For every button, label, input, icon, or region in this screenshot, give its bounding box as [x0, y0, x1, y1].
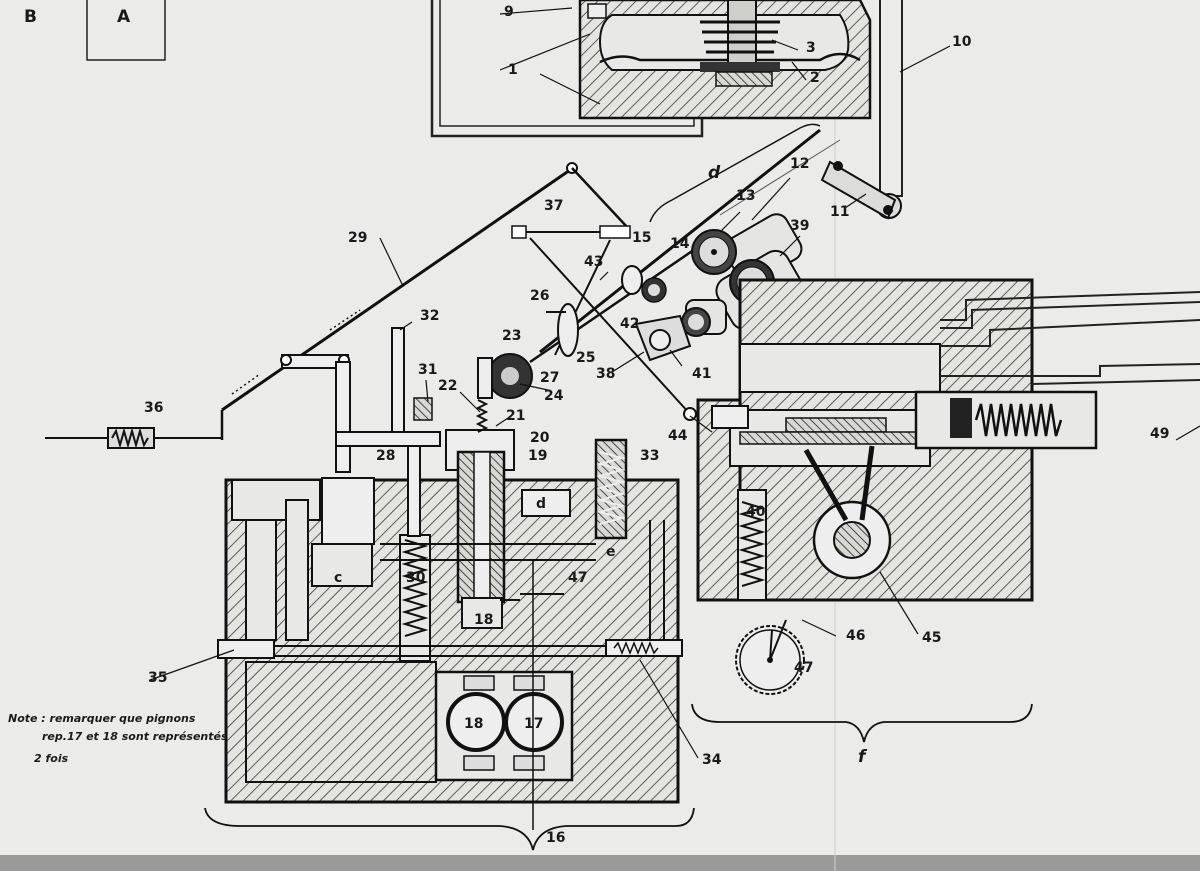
ref-41: 41	[692, 366, 711, 382]
ref-21: 21	[506, 408, 525, 424]
ref-38: 38	[596, 366, 615, 382]
ref-47: 47	[568, 570, 587, 586]
section-letters: c d e f d	[334, 163, 868, 767]
ref-15: 15	[632, 230, 651, 246]
leader-lines	[149, 7, 1200, 759]
ref-2: 2	[810, 70, 820, 86]
ref-20: 20	[530, 430, 550, 446]
ref-27: 27	[540, 370, 559, 386]
ref-18: 18	[474, 612, 493, 628]
ref-36: 36	[144, 400, 163, 416]
ref-45: 45	[922, 630, 941, 646]
letter-f: f	[858, 747, 868, 767]
ref-43: 43	[584, 254, 603, 270]
ref-11: 11	[830, 204, 849, 220]
ref-18-pump: 18	[464, 716, 483, 732]
ref-1: 1	[508, 62, 518, 78]
left-valve-block	[217, 327, 683, 830]
ref-10: 10	[952, 34, 972, 50]
ref-44: 44	[668, 428, 688, 444]
ref-17-pump: 17	[524, 716, 543, 732]
ref-24: 24	[544, 388, 564, 404]
corner-box-a: A	[86, 0, 166, 61]
ref-35: 35	[148, 670, 167, 686]
ref-22: 22	[438, 378, 457, 394]
ref-26: 26	[530, 288, 549, 304]
ref-30: 30	[406, 570, 426, 586]
svg-text:B: B	[24, 7, 37, 27]
ref-39: 39	[790, 218, 809, 234]
ref-16: 16	[546, 830, 565, 846]
brace-f	[691, 703, 1033, 743]
ratchet-wheel	[735, 619, 805, 695]
lever-11	[820, 160, 897, 220]
ref-14: 14	[670, 236, 690, 252]
ref-29: 29	[348, 230, 367, 246]
note-line-1: Note : remarquer que pignons	[8, 712, 196, 725]
note-line-2: rep.17 et 18 sont représentés	[42, 730, 228, 743]
ref-47-wheel: 47	[794, 660, 813, 676]
note: Note : remarquer que pignons rep.17 et 1…	[8, 712, 228, 765]
ref-23: 23	[502, 328, 521, 344]
ref-42: 42	[620, 316, 639, 332]
note-line-3: 2 fois	[34, 752, 69, 765]
letter-c: c	[334, 570, 342, 586]
svg-text:A: A	[117, 7, 131, 27]
ref-33: 33	[640, 448, 659, 464]
corner-box-b: B	[24, 7, 37, 27]
right-valve-block	[696, 278, 1200, 602]
ref-25: 25	[576, 350, 595, 366]
ref-12: 12	[790, 156, 809, 172]
ref-28: 28	[376, 448, 395, 464]
ref-40: 40	[746, 504, 766, 520]
ref-32: 32	[420, 308, 439, 324]
ref-37: 37	[544, 198, 563, 214]
ref-9: 9	[504, 4, 514, 20]
ref-13: 13	[736, 188, 755, 204]
reference-labels: 9 1 3 2 10 11 12 13 14 15 39 43 26 37 29…	[144, 4, 1169, 846]
ref-3: 3	[806, 40, 816, 56]
letter-e: e	[606, 544, 616, 560]
ref-49: 49	[1150, 426, 1169, 442]
brace-d	[649, 123, 821, 223]
diaphragm-unit	[430, 0, 903, 219]
letter-d-brace: d	[708, 163, 721, 183]
ref-19: 19	[528, 448, 547, 464]
ref-34: 34	[702, 752, 722, 768]
ref-31: 31	[418, 362, 437, 378]
brace-16	[204, 807, 695, 851]
letter-d: d	[536, 496, 546, 512]
ref-46: 46	[846, 628, 865, 644]
